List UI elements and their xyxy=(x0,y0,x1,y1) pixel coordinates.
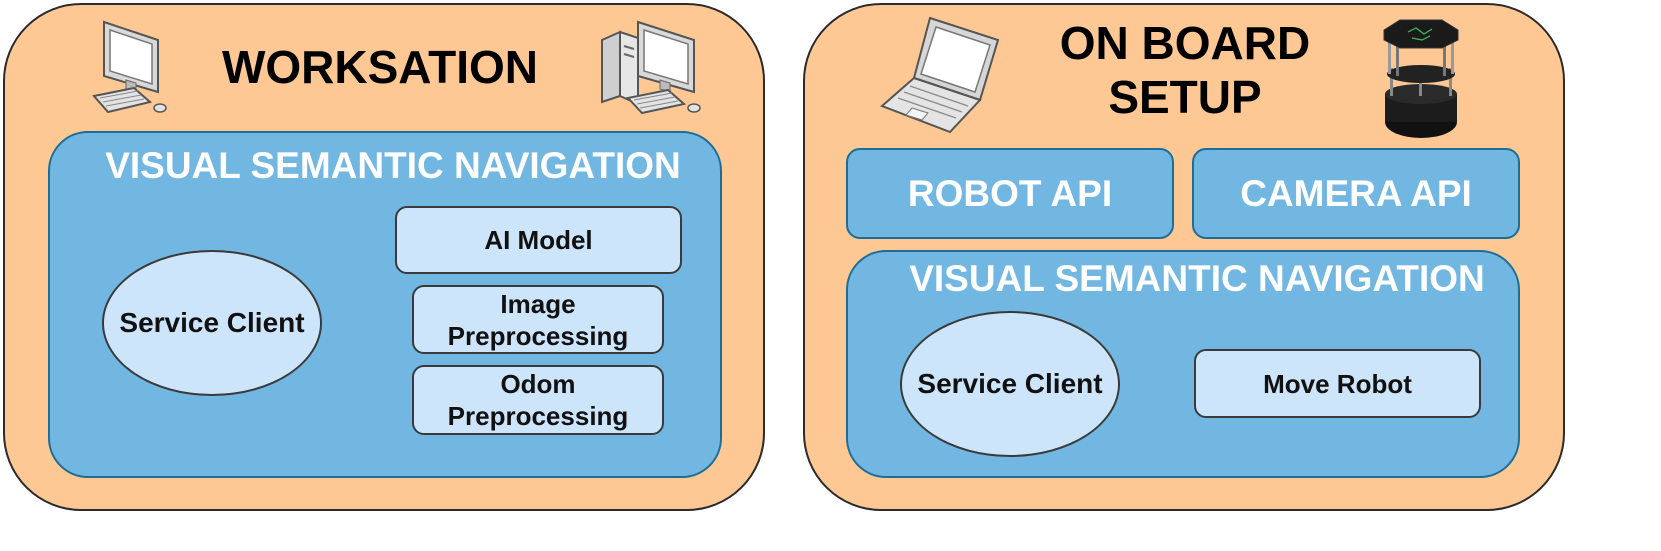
image-preprocessing-line-1: Image xyxy=(500,288,576,319)
robot-api-box: ROBOT API xyxy=(846,148,1174,239)
odom-preprocessing-line-1: Odom xyxy=(500,369,576,399)
laptop-icon xyxy=(880,16,1000,134)
desktop-computer-icon xyxy=(92,20,167,114)
image-preprocessing-box: Image Preprocessing xyxy=(412,285,664,354)
workstation-service-client: Service Client xyxy=(102,250,322,396)
odom-preprocessing-line-2: Preprocessing xyxy=(447,401,629,431)
turtlebot-robot-icon xyxy=(1383,19,1459,138)
move-robot-box: Move Robot xyxy=(1194,349,1481,418)
workstation-navigation-title: VISUAL SEMANTIC NAVIGATION xyxy=(105,145,681,186)
desktop-tower-computer-icon xyxy=(601,20,701,115)
onboard-service-client: Service Client xyxy=(900,311,1120,457)
image-preprocessing-line-2: Preprocessing xyxy=(447,320,629,351)
onboard-title-line-2: SETUP xyxy=(1108,71,1262,123)
odom-preprocessing-box: Odom Preprocessing xyxy=(412,365,664,435)
camera-api-box: CAMERA API xyxy=(1192,148,1520,239)
onboard-title: ON BOARD SETUP xyxy=(1030,16,1340,124)
onboard-navigation-title: VISUAL SEMANTIC NAVIGATION xyxy=(909,258,1485,299)
ai-model-box: AI Model xyxy=(395,206,682,274)
workstation-title: WORKSATION xyxy=(221,41,538,93)
onboard-title-line-1: ON BOARD xyxy=(1059,17,1311,69)
